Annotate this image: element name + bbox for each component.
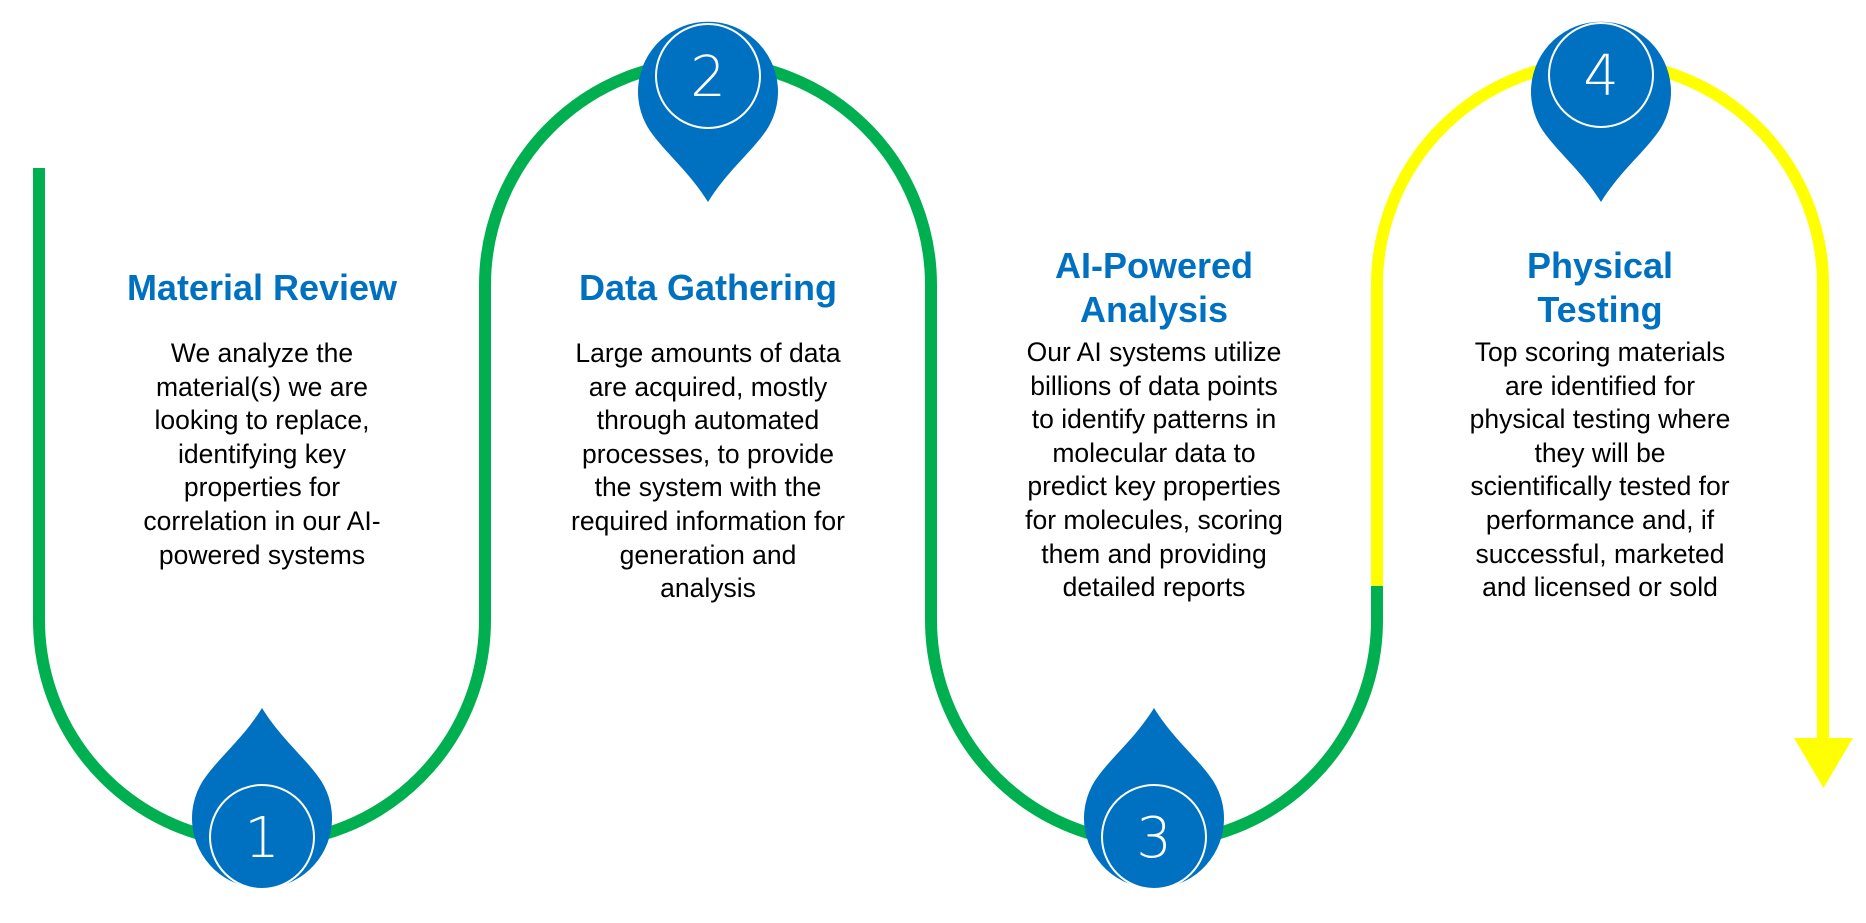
- step-description: We analyze the material(s) we are lookin…: [92, 337, 432, 572]
- description-line: detailed reports: [1062, 572, 1246, 603]
- description-line: successful, marketed: [1475, 538, 1725, 569]
- description-line: to identify patterns in: [1031, 404, 1277, 435]
- description-line: generation and: [619, 539, 797, 570]
- step-number: 1: [244, 806, 280, 871]
- step-1: Material Review We analyze the material(…: [92, 266, 432, 572]
- marker-ring: [209, 784, 315, 890]
- description-line: performance and, if: [1485, 504, 1715, 535]
- step-3: AI-Powered Analysis Our AI systems utili…: [984, 244, 1324, 605]
- step-title-line: Material Review: [126, 267, 398, 308]
- step-description: Our AI systems utilize billions of data …: [984, 336, 1324, 605]
- description-line: correlation in our AI-: [143, 505, 381, 536]
- step-marker-2: 2: [638, 21, 778, 203]
- description-line: looking to replace,: [154, 405, 370, 436]
- step-description: Large amounts of data are acquired, most…: [538, 337, 878, 606]
- description-line: Our AI systems utilize: [1026, 337, 1282, 367]
- description-line: through automated: [596, 405, 820, 436]
- marker-ring: [655, 23, 761, 129]
- description-line: for molecules, scoring: [1025, 504, 1283, 535]
- step-4: Physical Testing Top scoring materials a…: [1430, 244, 1770, 605]
- description-line: Top scoring materials: [1474, 337, 1726, 367]
- description-line: are acquired, mostly: [588, 371, 828, 402]
- step-title: AI-Powered Analysis: [984, 244, 1324, 332]
- step-title-line: Physical: [1526, 245, 1674, 286]
- description-line: properties for: [183, 472, 341, 503]
- step-title: Material Review: [92, 266, 432, 310]
- description-line: the system with the: [594, 472, 822, 503]
- description-line: scientifically tested for: [1470, 471, 1730, 502]
- step-title: Data Gathering: [538, 266, 878, 310]
- description-line: them and providing: [1041, 538, 1267, 569]
- description-line: they will be: [1534, 437, 1666, 468]
- description-line: are identified for: [1504, 370, 1696, 401]
- description-line: molecular data to: [1052, 437, 1256, 468]
- step-2: Data Gathering Large amounts of data are…: [538, 266, 878, 606]
- description-line: predict key properties: [1027, 471, 1281, 502]
- description-line: We analyze the: [170, 338, 354, 368]
- description-line: processes, to provide: [582, 438, 834, 469]
- description-line: identifying key: [178, 438, 346, 469]
- map-pin-icon: [638, 21, 778, 203]
- description-line: Large amounts of data: [575, 338, 841, 368]
- step-title-line: Testing: [1537, 289, 1663, 330]
- step-number: 3: [1136, 806, 1172, 871]
- step-title-line: AI-Powered: [1054, 245, 1254, 286]
- step-marker-4: 4: [1531, 21, 1671, 202]
- step-number: 2: [690, 45, 726, 110]
- step-title-line: Data Gathering: [578, 267, 838, 308]
- step-marker-1: 1: [192, 708, 332, 890]
- description-line: required information for: [571, 505, 845, 536]
- arrow-down-icon: [1794, 738, 1853, 788]
- marker-ring: [1101, 784, 1207, 890]
- marker-ring: [1548, 22, 1654, 128]
- description-line: analysis: [660, 573, 756, 604]
- map-pin-icon: [1531, 21, 1671, 202]
- step-marker-3: 3: [1084, 708, 1224, 890]
- step-title-line: Analysis: [1079, 289, 1229, 330]
- description-line: material(s) we are: [155, 371, 369, 402]
- map-pin-icon: [192, 708, 332, 889]
- description-line: billions of data points: [1030, 370, 1278, 401]
- step-number: 4: [1583, 44, 1619, 109]
- step-title: Physical Testing: [1430, 244, 1770, 332]
- description-line: physical testing where: [1469, 404, 1731, 435]
- step-description: Top scoring materials are identified for…: [1430, 336, 1770, 605]
- description-line: powered systems: [158, 539, 366, 570]
- map-pin-icon: [1084, 708, 1224, 889]
- description-line: and licensed or sold: [1482, 572, 1718, 603]
